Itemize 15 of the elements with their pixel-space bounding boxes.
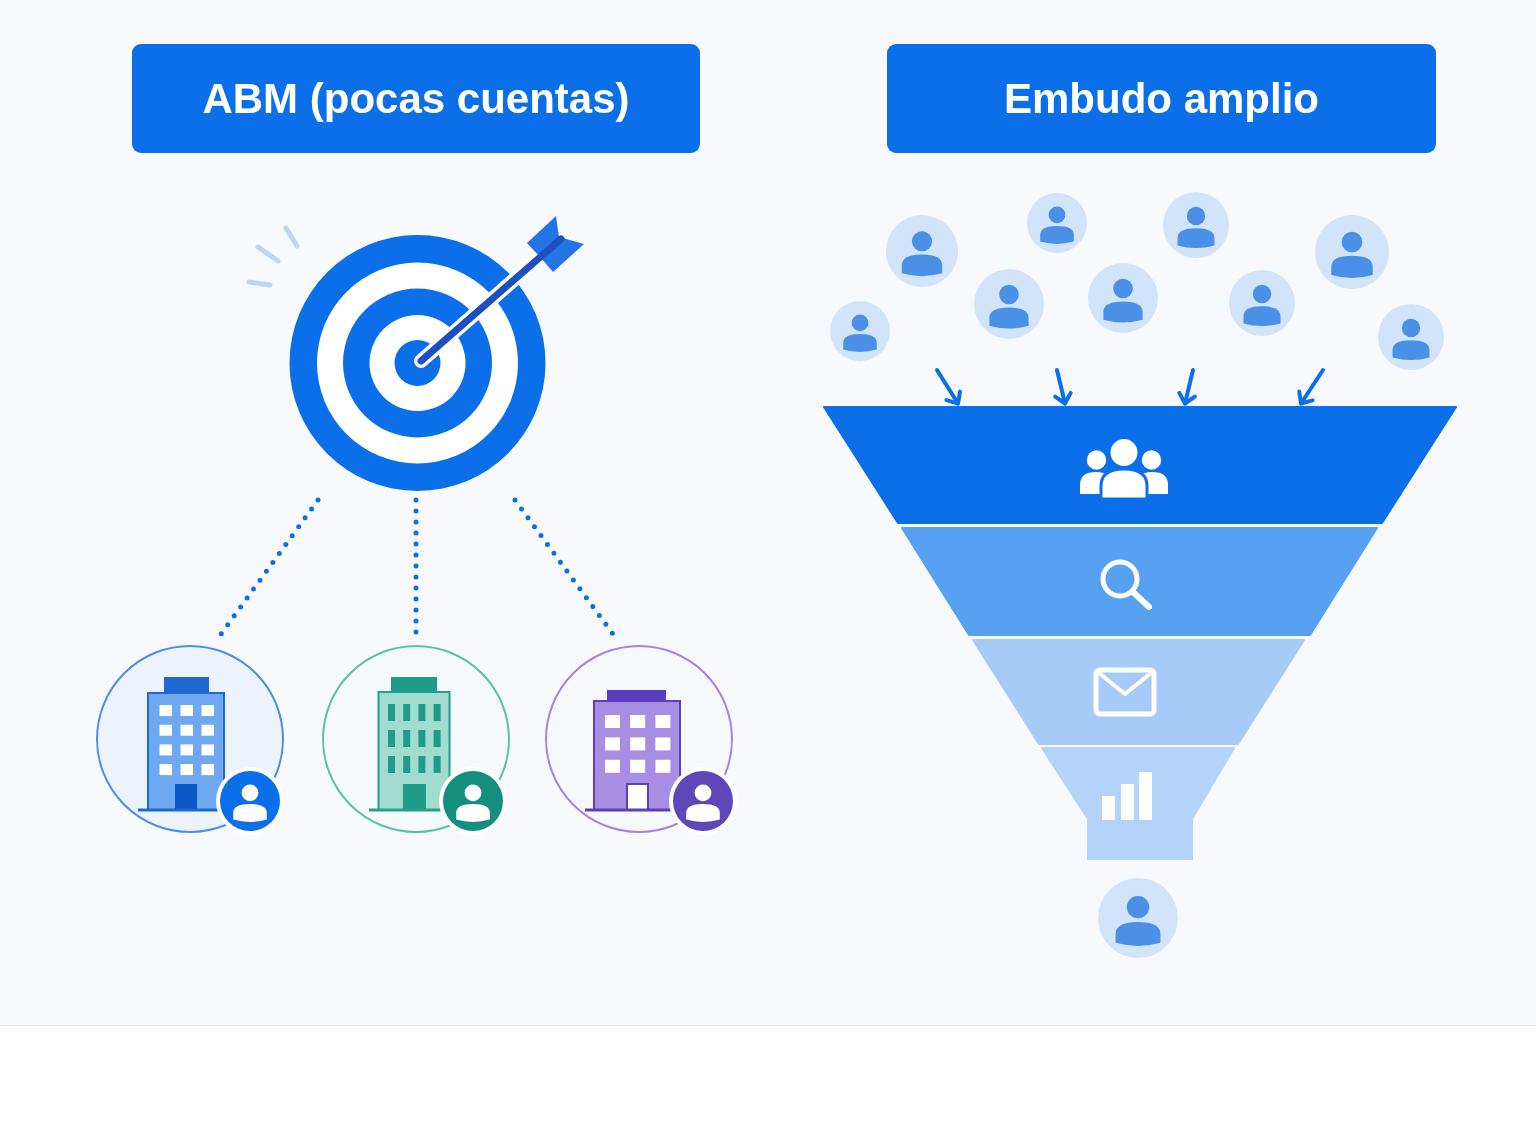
arrow [1053, 368, 1073, 406]
funnel-stage [1042, 748, 1234, 859]
funnel-stage [973, 640, 1304, 744]
header-banner [887, 44, 1436, 153]
funnel-stage [824, 407, 1456, 523]
header-title: Embudo amplio [1004, 74, 1319, 123]
header-banner [132, 44, 700, 153]
arrow [1297, 368, 1325, 406]
building-circle [96, 645, 286, 837]
arrow [935, 368, 962, 406]
building-circle [545, 645, 738, 837]
building-circle [322, 645, 512, 837]
arrow [1177, 368, 1197, 406]
funnel-stage [902, 528, 1377, 635]
header-title: ABM (pocas cuentas) [202, 74, 630, 123]
